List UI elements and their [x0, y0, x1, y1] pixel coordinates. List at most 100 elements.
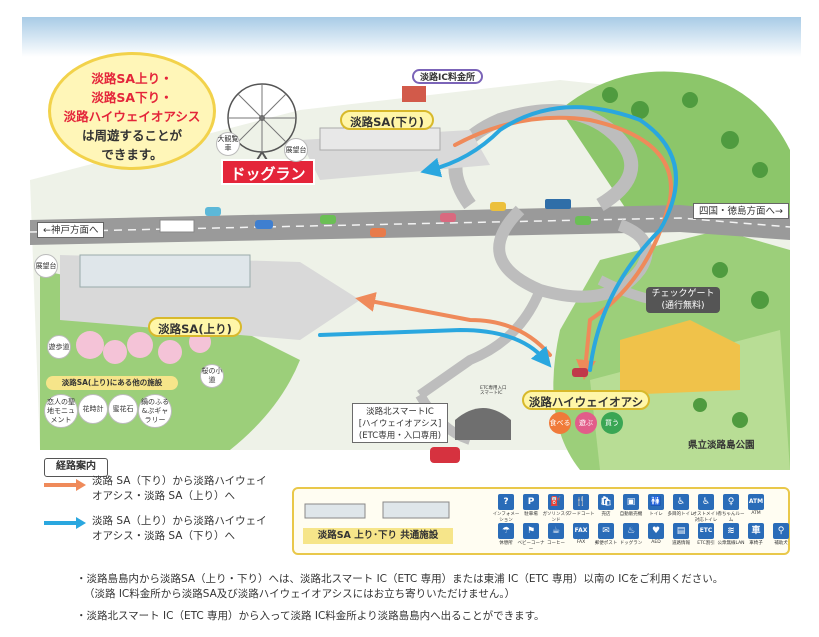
- gas-station-caption: ガソリンスタンド: [542, 512, 570, 523]
- check-gate-label: チェックゲート (通行無料): [646, 287, 720, 313]
- vending-caption: 自動販売機: [619, 512, 643, 517]
- legend-route1-line1: 淡路 SA（下り）から淡路ハイウェイ: [92, 475, 267, 487]
- highway: [30, 205, 790, 245]
- monument-circle: 恋人の聖地モニュメント: [44, 394, 78, 428]
- sa-down-label: 淡路SA(下り): [340, 110, 434, 130]
- fax-caption: FAX: [576, 540, 586, 545]
- sakura-circle: 桜の小道: [200, 364, 224, 388]
- legend-blue-arrow: [44, 517, 86, 529]
- observatory-circle-up: 展望台: [34, 254, 58, 278]
- callout-line-2: 淡路SA下り・: [91, 90, 173, 105]
- wheelchair-lend-caption: 車椅子: [749, 541, 763, 546]
- check-gate-title: チェックゲート: [651, 289, 715, 299]
- smart-ic-line1: 淡路北スマートIC: [366, 407, 434, 417]
- etc-icon: ETC: [698, 523, 714, 539]
- park-caption: ベビーコーナー: [517, 541, 545, 552]
- park-label: 県立淡路島公園: [688, 440, 755, 451]
- promenade-circle: 遊歩道: [47, 335, 71, 359]
- legend-orange-arrow: [44, 479, 86, 491]
- fax-icon: FAX: [573, 523, 589, 539]
- coffee-caption: コーヒー: [547, 541, 565, 546]
- sa-up-facility-title: 淡路SA(上り)にある他の施設: [46, 376, 178, 390]
- info-caption: インフォメーション: [492, 512, 520, 523]
- oasis-label: 淡路ハイウェイオアシス: [522, 390, 650, 429]
- gallery-circle: 鍋のふる&ぷギャラリー: [138, 394, 172, 428]
- note-line-2: （淡路 IC料金所から淡路SA及び淡路ハイウェイオアシスにはお立ち寄りいただけま…: [84, 588, 516, 600]
- assistance-icon: ⚲: [773, 523, 789, 539]
- wheelchair-lend-icon: 車: [748, 523, 764, 539]
- accessible-toilet-caption: 多目的トイレ: [667, 512, 695, 517]
- mailbox-caption: 郵便ポスト: [594, 541, 618, 546]
- legend-route2-line2: オアシス・淡路 SA（下り）へ: [92, 530, 235, 542]
- callout-line-1: 淡路SA上り・: [91, 71, 173, 86]
- buy-circle: 買う: [601, 412, 623, 434]
- smart-ic-line2: [ハイウェイオアシス]: [358, 419, 442, 429]
- toilet-icon: 🚻: [648, 494, 664, 510]
- atm-caption: ATM: [751, 511, 761, 516]
- wifi-caption: 公衆無線LAN: [717, 541, 745, 546]
- aed-icon: ♥: [648, 523, 664, 539]
- shower-icon: ♨: [623, 523, 639, 539]
- food-court-icon: 🍴: [573, 494, 589, 510]
- oasis-building: [620, 320, 740, 395]
- shop-icon: 🛍: [598, 494, 614, 510]
- vending-icon: ▣: [623, 494, 639, 510]
- play-circle: 遊ぶ: [575, 412, 597, 434]
- route-up-to-oasis: [318, 327, 552, 368]
- sa-up-label: 淡路SA(上り): [148, 317, 242, 337]
- food-court-caption: フードコート: [567, 512, 595, 517]
- eat-circle: 食べる: [549, 412, 571, 434]
- legend-route2-line1: 淡路 SA（上り）から淡路ハイウェイ: [92, 515, 267, 527]
- shop-caption: 売店: [601, 512, 611, 517]
- shower-caption: ドッグラン: [619, 541, 643, 546]
- smart-ic-label: 淡路北スマートIC [ハイウェイオアシス] (ETC専用・入口専用): [352, 403, 448, 443]
- route-to-sa-down: [420, 105, 678, 372]
- ramp-south: [493, 205, 653, 303]
- route-callout: 淡路SA上り・ 淡路SA下り・ 淡路ハイウェイオアシス は周遊することが できま…: [48, 52, 216, 170]
- baby-room-icon: ♀: [723, 494, 739, 510]
- shikoku-direction: 四国・徳島方面へ→: [693, 203, 789, 219]
- kobe-direction: ←神戸方面へ: [37, 222, 105, 238]
- ferris-circle: 大観覧車: [216, 132, 240, 156]
- gas-station-icon: ⛽: [548, 494, 564, 510]
- sa-up-building: [79, 254, 251, 288]
- toll-booth: [402, 86, 426, 102]
- observatory-circle: 展望台: [284, 138, 308, 162]
- facilities-label: 淡路SA 上り･下り 共通施設: [303, 528, 453, 544]
- baby-room-caption: 赤ちゃんルーム: [717, 512, 745, 523]
- dogrun-label: ドッグラン: [221, 159, 315, 185]
- legend-title: 経路案内: [44, 458, 108, 477]
- note-line-3: ・淡路北スマート IC（ETC 専用）から入って淡路 IC料金所より淡路島島内へ…: [76, 610, 545, 622]
- parking-icon: P: [523, 494, 539, 510]
- route-down-to-oasis: [453, 115, 673, 380]
- accessible-toilet-icon: ♿: [673, 494, 689, 510]
- small-ic-sign: ETC専用入口スマートIC: [480, 386, 507, 396]
- highway-info-icon: ▤: [673, 523, 689, 539]
- toilet-caption: トイレ: [649, 512, 663, 517]
- ostomate-caption: オストメイト対応トイレ: [692, 512, 720, 523]
- note-line-1: ・淡路島島内から淡路SA（上り・下り）へは、淡路北スマート IC（ETC 専用）…: [76, 573, 724, 585]
- assistance-caption: 補助犬: [774, 541, 788, 546]
- check-gate-sub: (通行無料): [661, 301, 705, 311]
- parking-caption: 駐車場: [524, 512, 538, 517]
- aed-caption: AED: [651, 540, 661, 545]
- rest-area-caption: 休憩所: [499, 541, 513, 546]
- rest-area-icon: ☂: [498, 523, 514, 539]
- cars: [159, 199, 591, 463]
- sa-building-illustration: [304, 501, 450, 519]
- etc-caption: ETC割引: [697, 541, 715, 546]
- tunnel: [455, 408, 511, 440]
- smart-ic-line3: (ETC専用・入口専用): [358, 431, 442, 441]
- callout-line-3: 淡路ハイウェイオアシス: [63, 109, 201, 124]
- park-icon: ⚑: [523, 523, 539, 539]
- callout-line-5: できます。: [101, 147, 163, 162]
- sky: [22, 17, 801, 57]
- ostomate-icon: ♿: [698, 494, 714, 510]
- callout-line-4: は周遊することが: [81, 128, 182, 143]
- legend-route2: 淡路 SA（上り）から淡路ハイウェイ オアシス・淡路 SA（下り）へ: [92, 514, 267, 544]
- highway-info-caption: 道路情報: [672, 541, 690, 546]
- wifi-icon: ≋: [723, 523, 739, 539]
- mailbox-icon: ✉: [598, 523, 614, 539]
